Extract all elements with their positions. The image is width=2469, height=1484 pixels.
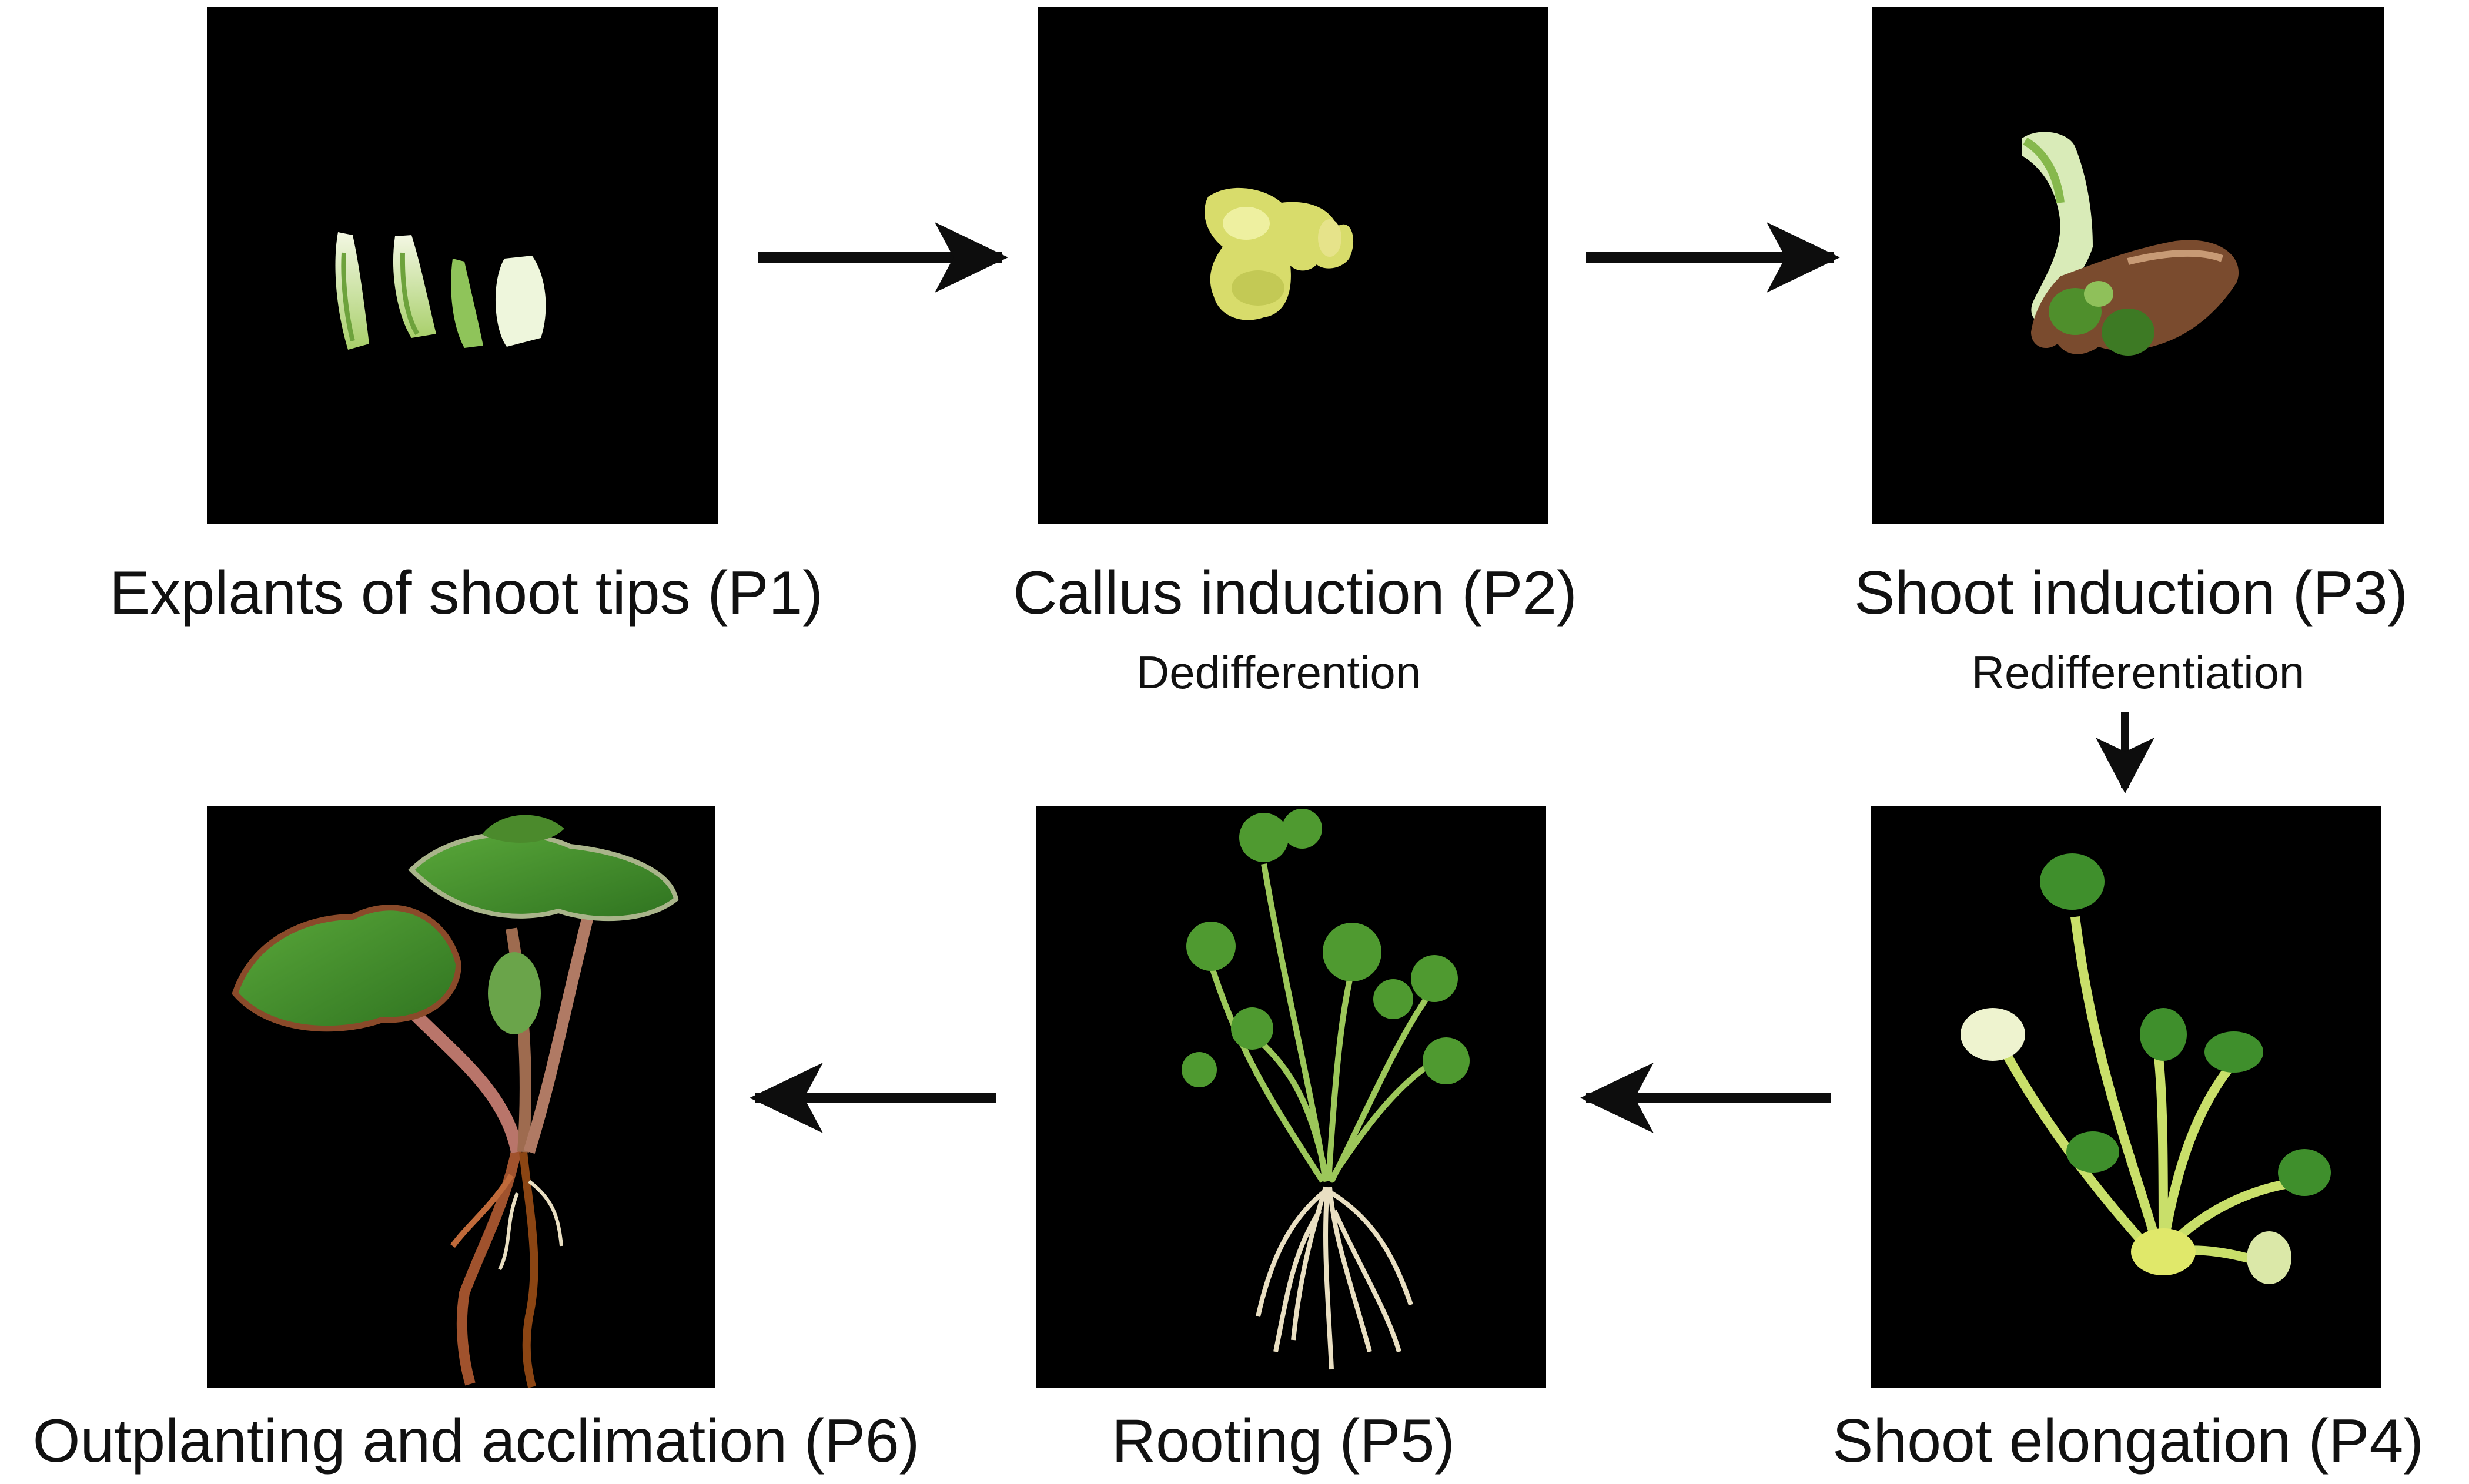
- process-label-dedifferentiation: Dedifferention: [1136, 646, 1421, 698]
- stage-label-p1: Explants of shoot tips (P1): [109, 559, 823, 627]
- panel-p4: [1871, 806, 2381, 1388]
- panel-p2: [1038, 7, 1548, 524]
- process-label-redifferentiation: Redifferentiation: [1971, 646, 2305, 698]
- stage-label-p4: Shoot elongation (P4): [1832, 1407, 2424, 1475]
- acclimated-plant: [232, 815, 679, 1388]
- induced-shoot: [2022, 132, 2239, 356]
- stage-label-p3: Shoot induction (P3): [1854, 559, 2408, 627]
- panel-p5: [1036, 806, 1546, 1388]
- stage-label-p6: Outplanting and acclimation (P6): [32, 1407, 920, 1475]
- shoot-tip-explants: [335, 232, 546, 350]
- rooting-photo: [1036, 806, 1546, 1388]
- rooted-plantlet: [1182, 809, 1470, 1370]
- panel-p6: [207, 806, 715, 1388]
- stage-label-p5: Rooting (P5): [1112, 1407, 1455, 1475]
- stage-label-p2: Callus induction (P2): [1013, 559, 1577, 627]
- shoot-elongation-photo: [1871, 806, 2381, 1388]
- callus-tissue: [1205, 187, 1354, 320]
- elongated-shoots: [1961, 853, 2331, 1284]
- panel-p3: [1872, 7, 2384, 524]
- panel-p1: [207, 7, 718, 524]
